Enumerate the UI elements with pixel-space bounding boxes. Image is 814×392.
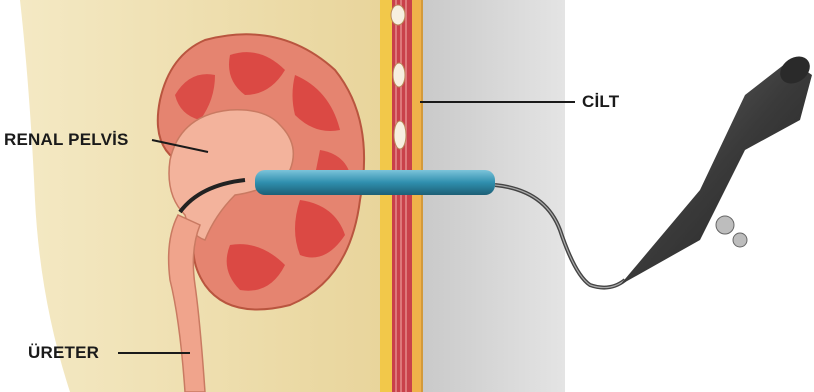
- outside-body-region: [420, 0, 565, 392]
- ureter-label: ÜRETER: [28, 343, 99, 363]
- skin-layers: [380, 0, 422, 392]
- skin-label: CİLT: [582, 92, 619, 112]
- scope-sheath: [255, 170, 495, 195]
- scope-handle: [620, 60, 812, 285]
- renal-pelvis-label: RENAL PELVİS: [4, 130, 129, 150]
